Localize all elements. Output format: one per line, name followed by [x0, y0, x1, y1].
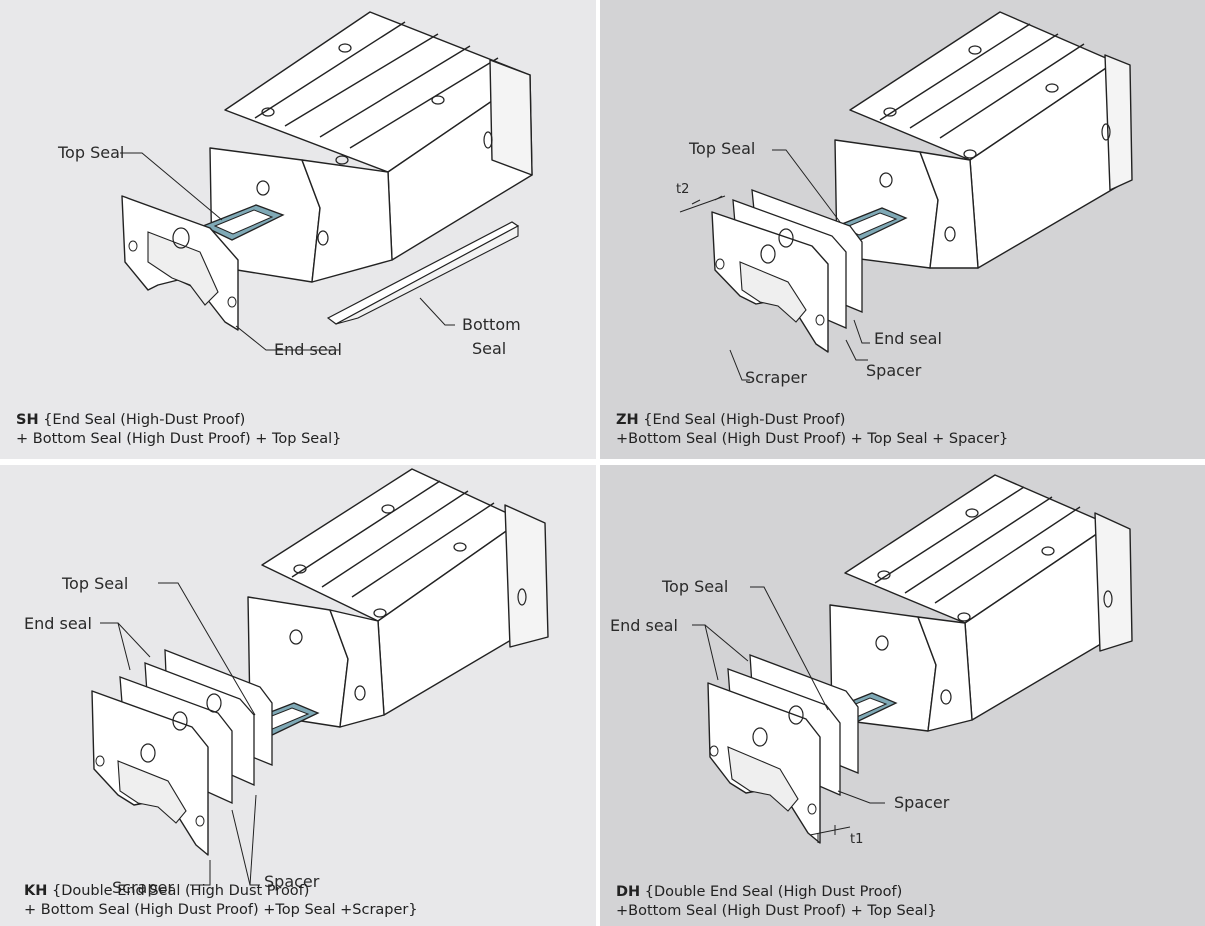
caption-text1: {End Seal (High-Dust Proof) — [643, 412, 846, 428]
kh-drawing — [91, 468, 549, 886]
caption-line2: +Bottom Seal (High Dust Proof) + Top Sea… — [616, 431, 1009, 447]
label-top-seal: Top Seal — [58, 143, 125, 162]
label-scraper: Scraper — [745, 368, 807, 387]
panel-kh: Top Seal End seal Scraper Spacer — [0, 465, 596, 926]
caption-line2: +Bottom Seal (High Dust Proof) + Top Sea… — [616, 903, 937, 919]
label-end-seal: End seal — [874, 329, 942, 348]
label-top-seal: Top Seal — [689, 139, 756, 158]
caption-line2: + Bottom Seal (High Dust Proof) +Top Sea… — [24, 902, 418, 918]
caption-line1: ZH {End Seal (High-Dust Proof) — [616, 411, 1008, 430]
caption: DH {Double End Seal (High Dust Proof) +B… — [616, 883, 937, 921]
caption-line1: KH {Double End Seal (High Dust Proof) — [24, 882, 418, 901]
label-spacer: Spacer — [894, 793, 950, 812]
caption-line1: SH {End Seal (High-Dust Proof) — [16, 411, 341, 430]
panel-sh: Top Seal End seal Bottom Seal SH {End Se… — [0, 0, 596, 459]
label-end-seal: End seal — [274, 340, 342, 359]
label-end-seal: End seal — [24, 614, 92, 633]
kh-caption: KH {Double End Seal (High Dust Proof) + … — [24, 882, 418, 920]
label-spacer: Spacer — [866, 361, 922, 380]
label-top-seal: Top Seal — [62, 574, 129, 593]
caption: ZH {End Seal (High-Dust Proof) +Bottom S… — [616, 411, 1008, 449]
label-end-seal: End seal — [610, 616, 678, 635]
caption-text1: {Double End Seal (High Dust Proof) — [47, 883, 310, 899]
caption: SH {End Seal (High-Dust Proof) + Bottom … — [16, 411, 341, 449]
label-bottom-seal-line2: Seal — [472, 339, 507, 358]
zh-drawing — [679, 11, 1133, 381]
label-t1: t1 — [850, 832, 864, 847]
label-scraper: Scraper — [112, 878, 174, 897]
caption-line1: DH {Double End Seal (High Dust Proof) — [616, 883, 937, 902]
label-bottom-seal-line1: Bottom — [462, 315, 521, 334]
config-code: KH — [24, 883, 48, 899]
dh-drawing — [692, 474, 1133, 844]
caption-text1: {Double End Seal (High Dust Proof) — [644, 884, 903, 900]
panel-dh: Top Seal End seal Spacer t1 DH {Double E… — [600, 465, 1205, 926]
panel-zh: Top Seal t2 End seal Scraper Spacer ZH {… — [600, 0, 1205, 459]
caption-line2: + Bottom Seal (High Dust Proof) + Top Se… — [16, 431, 342, 447]
config-code: SH — [16, 412, 39, 428]
label-spacer: Spacer — [264, 872, 320, 891]
config-code: DH — [616, 884, 641, 900]
label-t2: t2 — [676, 182, 690, 197]
label-top-seal: Top Seal — [662, 577, 729, 596]
sh-drawing — [120, 11, 533, 351]
config-code: ZH — [616, 412, 639, 428]
caption-text1: {End Seal (High-Dust Proof) — [43, 412, 246, 428]
